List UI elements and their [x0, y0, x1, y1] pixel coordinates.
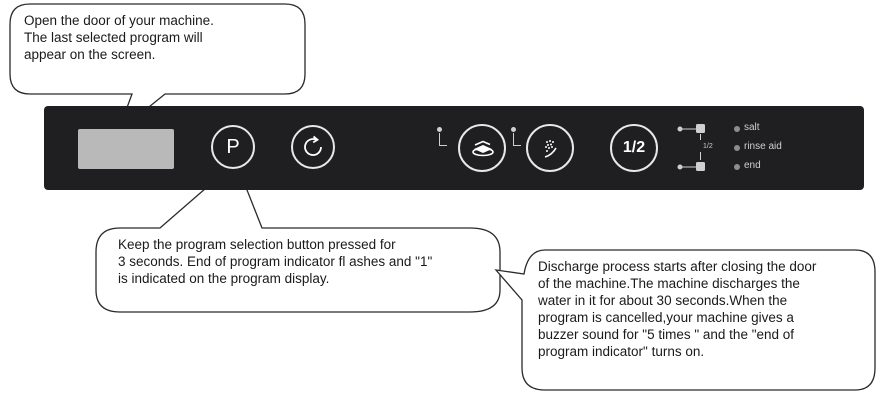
eco-led-bracket [439, 133, 447, 146]
spray-option-button[interactable] [526, 124, 574, 172]
control-panel: P 1/2 [44, 106, 864, 190]
callout-2-bubble [95, 160, 501, 313]
salt-indicator-label: salt [744, 122, 760, 133]
eco-led [437, 127, 442, 132]
half-load-button[interactable]: 1/2 [610, 124, 658, 172]
callout-3-bubble [494, 249, 876, 391]
rinse-aid-indicator-dot [734, 145, 740, 151]
callout-3-text: Discharge process starts after closing t… [538, 259, 817, 359]
half-button-label: 1/2 [622, 139, 646, 156]
salt-indicator-dot [734, 126, 740, 132]
spray-led [511, 127, 516, 132]
end-indicator-dot [734, 164, 740, 170]
end-indicator-label: end [744, 160, 761, 171]
callout-2-text: Keep the program selection button presse… [118, 237, 433, 286]
spray-icon [544, 140, 557, 158]
program-button-label: P [226, 135, 240, 158]
dishes-stack-icon [472, 140, 494, 157]
start-button[interactable] [291, 125, 335, 169]
rinse-aid-indicator-label: rinse aid [744, 141, 782, 152]
callout-1-text: Open the door of your machine. The last … [24, 13, 214, 62]
program-selection-button[interactable]: P [211, 125, 255, 169]
refresh-icon [304, 135, 322, 156]
spray-led-bracket [513, 133, 521, 146]
half-selector-label: 1/2 [703, 143, 713, 150]
program-display [78, 129, 174, 169]
rack-selector-icon [677, 124, 705, 171]
eco-option-button[interactable] [458, 124, 506, 172]
